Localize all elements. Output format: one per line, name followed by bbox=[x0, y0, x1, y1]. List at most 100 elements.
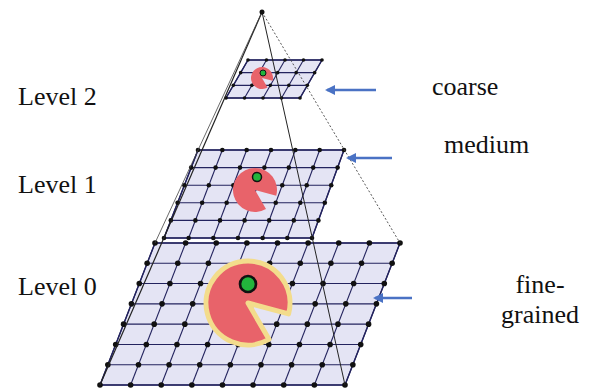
grid-node bbox=[269, 84, 273, 88]
grid-node bbox=[213, 240, 219, 246]
grid-node bbox=[198, 281, 204, 287]
grid-line bbox=[189, 150, 223, 238]
grid-node bbox=[129, 301, 135, 307]
grid-node bbox=[297, 260, 303, 266]
grid-node bbox=[167, 281, 173, 287]
grid-node bbox=[327, 342, 333, 348]
level-label: Level 2 bbox=[18, 82, 97, 112]
grid-node bbox=[213, 165, 218, 170]
grid-line bbox=[100, 243, 155, 385]
grid-node bbox=[316, 218, 321, 223]
grid-node bbox=[243, 96, 247, 100]
grid-plane bbox=[100, 243, 400, 385]
grid-node bbox=[350, 362, 356, 368]
grid-node bbox=[273, 201, 278, 206]
scale-label: medium bbox=[444, 130, 529, 160]
center-point bbox=[260, 70, 266, 76]
grid-node bbox=[189, 382, 195, 388]
level-label: Level 1 bbox=[18, 170, 97, 200]
scale-label: coarse bbox=[432, 72, 498, 102]
grid-node bbox=[236, 236, 241, 241]
grid-node bbox=[287, 165, 292, 170]
grid-node bbox=[206, 260, 212, 266]
pacman-shape bbox=[206, 261, 290, 345]
grid-node bbox=[297, 342, 303, 348]
grid-node bbox=[207, 183, 212, 188]
grid-node bbox=[313, 71, 317, 75]
grid-node bbox=[232, 84, 236, 88]
scale-label: fine- grained bbox=[488, 270, 592, 330]
grid-node bbox=[197, 362, 203, 368]
pyramid-edge bbox=[262, 12, 345, 385]
grid-node bbox=[166, 362, 172, 368]
grid-node bbox=[298, 96, 302, 100]
grid-line bbox=[300, 60, 322, 98]
grid-node bbox=[220, 382, 226, 388]
grid-node bbox=[239, 71, 243, 75]
grid-node bbox=[276, 71, 280, 75]
grid-node bbox=[319, 362, 325, 368]
grid-node bbox=[211, 236, 216, 241]
grid-node bbox=[302, 58, 306, 62]
grid-line bbox=[314, 243, 369, 385]
grid-line bbox=[131, 243, 186, 385]
grid-line bbox=[263, 150, 296, 238]
grid-node bbox=[293, 148, 298, 153]
grid-node bbox=[136, 362, 142, 368]
grid-node bbox=[320, 58, 324, 62]
grid-node bbox=[275, 240, 281, 246]
grid-node bbox=[292, 218, 297, 223]
grid-node bbox=[305, 240, 311, 246]
grid-node bbox=[246, 58, 250, 62]
grid-node bbox=[250, 382, 256, 388]
grid-node bbox=[244, 148, 249, 153]
grid-plane bbox=[164, 150, 344, 238]
grid-node bbox=[205, 342, 211, 348]
grid-node bbox=[238, 165, 243, 170]
grid-node bbox=[351, 281, 357, 287]
grid-node bbox=[175, 260, 181, 266]
grid-node bbox=[274, 321, 280, 327]
grid-node bbox=[200, 201, 205, 206]
grid-node bbox=[287, 84, 291, 88]
grid-line bbox=[312, 150, 344, 238]
grid-node bbox=[267, 218, 272, 223]
grid-node bbox=[285, 236, 290, 241]
grid-node bbox=[128, 382, 134, 388]
grid-node bbox=[136, 281, 142, 287]
pointer-arrow bbox=[327, 89, 376, 92]
grid-node bbox=[358, 342, 364, 348]
grid-node bbox=[298, 201, 303, 206]
grid-node bbox=[366, 321, 372, 327]
grid-node bbox=[280, 183, 285, 188]
grid-node bbox=[182, 321, 188, 327]
grid-node bbox=[335, 321, 341, 327]
grid-node bbox=[186, 236, 191, 241]
grid-line bbox=[284, 243, 339, 385]
grid-node bbox=[158, 382, 164, 388]
grid-node bbox=[260, 236, 265, 241]
pointer-arrow bbox=[348, 157, 392, 160]
grid-line bbox=[287, 150, 319, 238]
grid-node bbox=[269, 148, 274, 153]
grid-node bbox=[258, 362, 264, 368]
grid-line bbox=[282, 60, 304, 98]
grid-node bbox=[151, 321, 157, 327]
center-point bbox=[253, 173, 262, 182]
grid-node bbox=[261, 96, 265, 100]
grid-node bbox=[174, 342, 180, 348]
level-label: Level 0 bbox=[18, 272, 97, 302]
pacman-shape bbox=[233, 168, 277, 212]
grid-node bbox=[367, 240, 373, 246]
grid-node bbox=[218, 218, 223, 223]
grid-node bbox=[317, 148, 322, 153]
grid-node bbox=[144, 260, 150, 266]
grid-node bbox=[311, 165, 316, 170]
grid-node bbox=[262, 165, 267, 170]
grid-node bbox=[193, 218, 198, 223]
grid-node bbox=[283, 58, 287, 62]
grid-node bbox=[381, 281, 387, 287]
grid-node bbox=[329, 183, 334, 188]
grid-node bbox=[374, 301, 380, 307]
grid-node bbox=[190, 301, 196, 307]
